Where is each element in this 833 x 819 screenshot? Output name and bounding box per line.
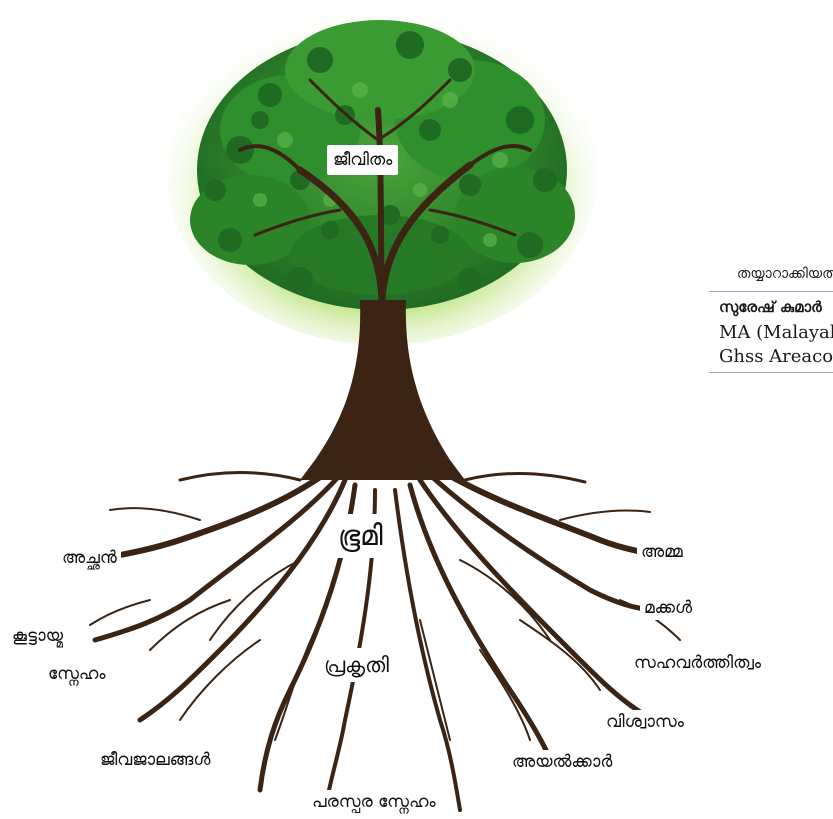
label-right-5: അയൽക്കാർ: [508, 750, 617, 774]
label-right-3: സഹവർത്തിത്വം: [630, 651, 761, 675]
label-bottom: പരസ്പര സ്നേഹം: [308, 790, 440, 814]
credit-heading: തയ്യാറാക്കിയത്: [737, 266, 833, 282]
credit-name: സുരേഷ് കുമാർ: [719, 298, 822, 316]
label-left-3: സ്നേഹം: [44, 662, 110, 686]
label-center: ജീവിതം: [327, 145, 399, 175]
label-trunk: ഭൂമി: [332, 514, 389, 558]
credit-school: Ghss Areacode: [719, 346, 833, 367]
credit-box: തയ്യാറാക്കിയത് സുരേഷ് കുമാർ MA (Malayala…: [709, 258, 833, 378]
label-left-4: ജീവജാലങ്ങൾ: [96, 748, 215, 772]
tree-roots: [89, 467, 681, 812]
credit-degree: MA (Malayalam): [719, 322, 833, 343]
label-root-center: പ്രകൃതി: [318, 648, 395, 682]
label-left-2: കൂട്ടായ്മ: [8, 624, 67, 648]
credit-bottom-rule: [709, 372, 833, 373]
tree-canopy: [190, 20, 575, 310]
label-right-4: വിശ്വാസം: [602, 710, 688, 734]
label-right-2: മക്കൾ: [640, 596, 697, 620]
credit-top-rule: [709, 291, 833, 292]
label-left-1: അച്ഛൻ: [58, 546, 121, 570]
label-right-1: അമ്മ: [637, 540, 687, 564]
tree-branches: [238, 78, 532, 304]
tree-trunk: [300, 300, 465, 480]
